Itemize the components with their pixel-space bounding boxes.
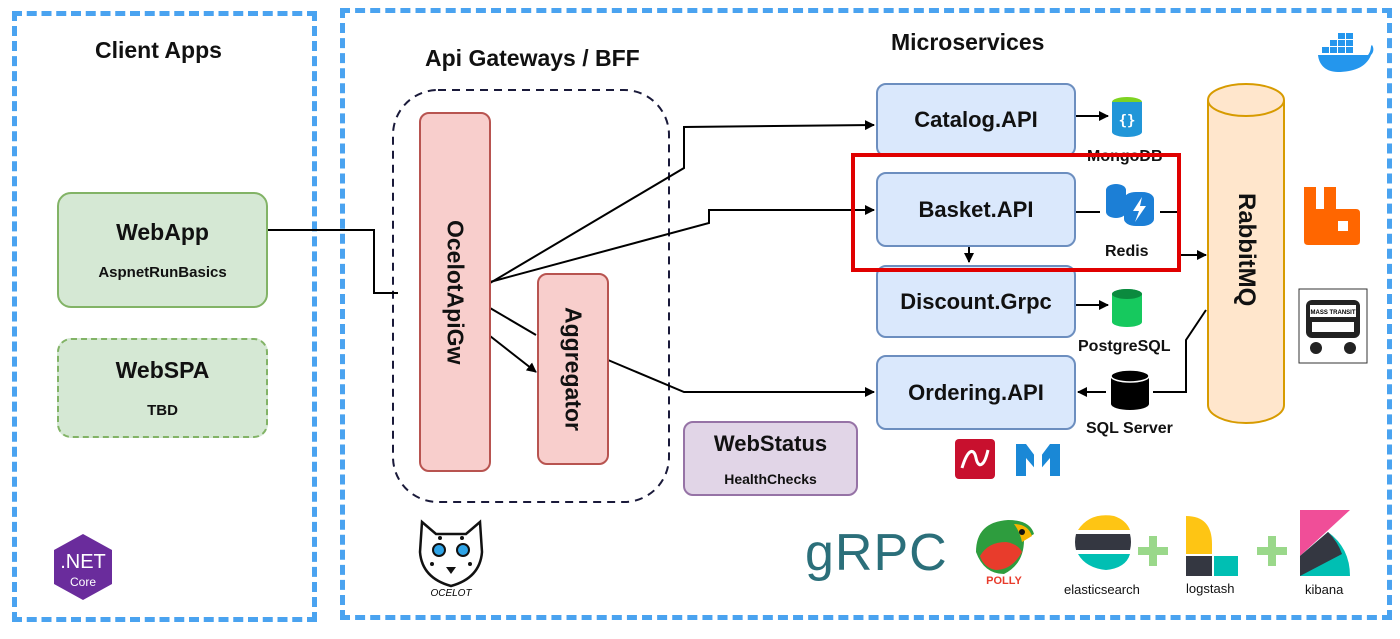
rabbitmq-logo-icon — [1304, 187, 1360, 245]
basket-highlight-rect — [851, 153, 1181, 272]
aggregator-box: Aggregator — [537, 273, 609, 465]
mediatr-logo — [1016, 444, 1060, 478]
webspa-subtitle: TBD — [147, 402, 178, 419]
masstransit-logo: MASS TRANSIT — [1298, 288, 1368, 364]
sqlserver-icon — [1110, 369, 1150, 410]
webstatus-title: WebStatus — [713, 430, 828, 456]
rabbitmq-cylinder — [1207, 83, 1285, 424]
webapp-title: WebApp — [116, 219, 209, 245]
kibana-label: kibana — [1305, 582, 1344, 597]
rabbitmq-label-wrap: RabbitMQ — [1208, 120, 1284, 380]
gateways-title: Api Gateways / BFF — [425, 45, 640, 71]
masstransit-text: MASS TRANSIT — [1311, 310, 1356, 316]
sqlserver-label: SQL Server — [1086, 420, 1173, 437]
jaeger-logo — [955, 439, 995, 479]
kibana-icon — [1300, 510, 1350, 576]
client-apps-title: Client Apps — [95, 37, 222, 63]
logstash-icon — [1186, 516, 1238, 576]
dotnet-core-logo: .NET Core — [54, 534, 112, 600]
webspa-box: WebSPA TBD — [57, 338, 268, 438]
grpc-logo: gRPC — [805, 524, 948, 582]
docker-icon — [1318, 33, 1374, 72]
discount-grpc-box: Discount.Grpc — [876, 265, 1076, 338]
elasticsearch-icon — [1075, 515, 1131, 570]
webapp-box: WebApp AspnetRunBasics — [57, 192, 268, 308]
catalog-api-box: Catalog.API — [876, 83, 1076, 157]
ocelot-gateway-label: OcelotApiGw — [442, 219, 469, 365]
postgresql-icon — [1112, 289, 1142, 327]
svg-text:{}: {} — [1119, 113, 1136, 129]
logstash-label: logstash — [1186, 581, 1235, 596]
microservices-title: Microservices — [891, 29, 1045, 55]
ocelot-logo: OCELOT — [418, 519, 484, 598]
ocelot-gateway-box: OcelotApiGw — [419, 112, 491, 472]
gateway-container — [392, 89, 670, 503]
polly-logo: POLLY — [976, 520, 1034, 586]
rabbitmq-label: RabbitMQ — [1233, 193, 1260, 307]
ocelot-logo-text: OCELOT — [430, 588, 472, 598]
backend-frame — [340, 8, 1392, 620]
postgresql-label: PostgreSQL — [1078, 338, 1171, 355]
webapp-subtitle: AspnetRunBasics — [98, 264, 227, 281]
client-apps-frame — [12, 11, 317, 622]
ordering-api-box: Ordering.API — [876, 355, 1076, 430]
aggregator-label: Aggregator — [560, 307, 587, 431]
mongodb-icon: {} — [1112, 97, 1142, 137]
redis-icon — [1106, 184, 1154, 226]
ocelot-to-catalog-arrow — [489, 120, 875, 284]
ocelot-to-aggregator-arrow — [489, 335, 537, 373]
rabbitmq-to-sqlserver-line — [1153, 309, 1207, 393]
webstatus-box: WebStatus HealthChecks — [683, 421, 858, 496]
webapp-to-gateway-line — [268, 229, 398, 294]
dotnet-text: .NET — [60, 551, 106, 573]
webspa-title: WebSPA — [115, 357, 210, 383]
aggregator-to-ordering-arrow — [607, 359, 875, 397]
webstatus-subtitle: HealthChecks — [724, 470, 817, 487]
polly-text: POLLY — [986, 575, 1022, 586]
plus-icon-2 — [1257, 536, 1287, 566]
ocelot-to-basket-arrow — [489, 205, 875, 283]
plus-icon-1 — [1138, 536, 1168, 566]
redis-label: Redis — [1105, 243, 1149, 260]
ocelot-to-aggregator-arrow-2 — [489, 307, 537, 336]
basket-api-box: Basket.API — [876, 172, 1076, 247]
dotnet-core-text: Core — [70, 575, 96, 589]
elasticsearch-label: elasticsearch — [1064, 582, 1140, 597]
